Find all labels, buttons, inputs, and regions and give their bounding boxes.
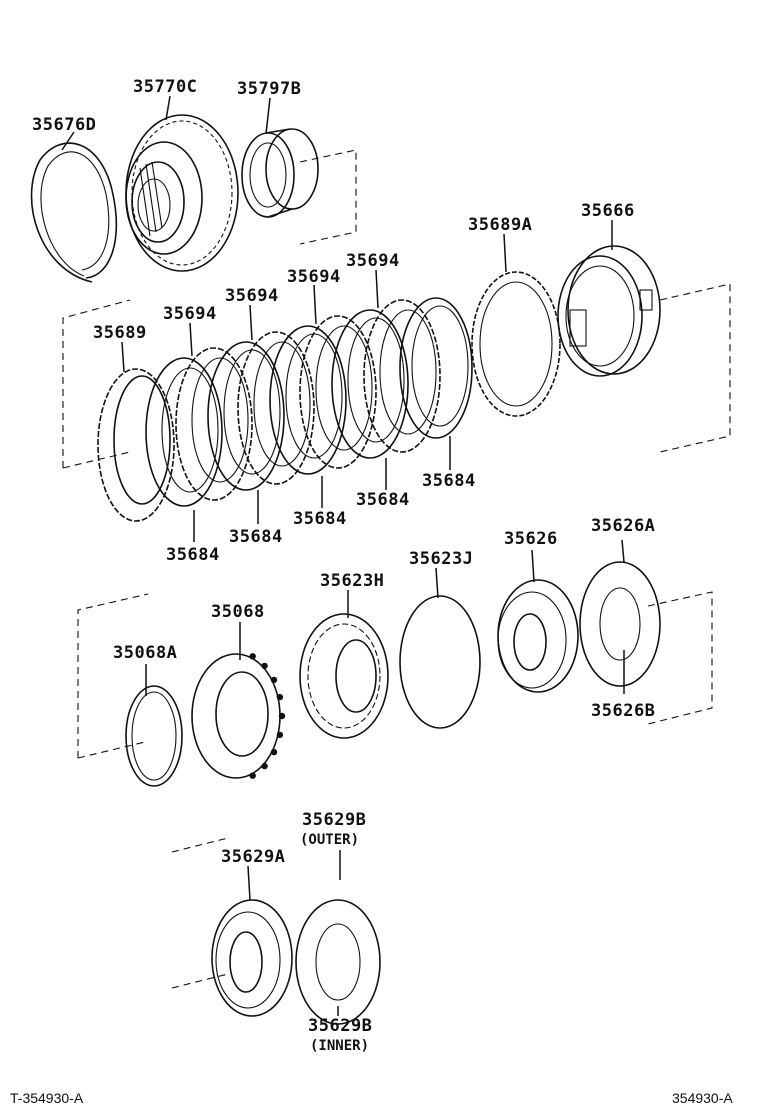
label-35629B-outer: 35629B [302,810,366,830]
note-inner: (INNER) [310,1038,369,1054]
spring-coil [249,772,256,779]
bushing-35797B [241,128,319,218]
label-35797B: 35797B [237,79,301,99]
disc-stack [145,297,473,507]
spring-coil [261,762,268,770]
group-top [30,114,357,283]
spring-coil [276,693,284,701]
label-35626B: 35626B [591,701,655,721]
washer-35626A [579,561,661,687]
group-clutch-pack [62,245,731,522]
race-35629A [211,899,293,1017]
snap-ring-35676D [30,142,118,283]
label-35684-a: 35684 [166,545,220,565]
part-labels: 35676D 35770C 35797B 35689A 35666 35694 … [32,77,655,1054]
label-35623H: 35623H [320,571,384,591]
spring-coil [249,653,256,660]
label-35629A: 35629A [221,847,285,867]
label-35068A: 35068A [113,643,177,663]
snap-ring-35068A [125,685,183,787]
piston-35623H [299,613,389,739]
label-35666: 35666 [581,201,635,221]
label-35684-d: 35684 [356,490,410,510]
spring-coil [276,731,284,739]
label-35689: 35689 [93,323,147,343]
spring-coil [270,748,278,756]
spring-retainer-35068 [191,653,286,779]
drum-35666 [557,245,661,377]
label-35676D: 35676D [32,115,96,135]
label-35770C: 35770C [133,77,197,97]
label-35684-c: 35684 [293,509,347,529]
label-35626: 35626 [504,529,558,549]
spring-coil [278,712,286,720]
spring-coil [270,676,278,684]
o-ring-35623J [399,595,481,729]
footer-right-code: 354930-A [672,1090,733,1106]
race-35770C [125,114,239,272]
label-35626A: 35626A [591,516,655,536]
washer-35629B [295,899,381,1025]
label-35694-b: 35694 [225,286,279,306]
group-piston [77,561,713,787]
footer-left-code: T-354930-A [10,1090,84,1106]
label-35684-b: 35684 [229,527,283,547]
seal-35626 [497,579,579,693]
label-35623J: 35623J [409,549,473,569]
spring-coil [261,662,268,670]
ring-35689A [471,271,561,417]
label-35694-c: 35694 [287,267,341,287]
label-35694-d: 35694 [346,251,400,271]
group-bottom [171,837,381,1025]
label-35684-e: 35684 [422,471,476,491]
leader-lines [61,95,625,1016]
label-35068: 35068 [211,602,265,622]
label-35694-a: 35694 [163,304,217,324]
note-outer: (OUTER) [300,832,359,848]
plate-35689 [97,368,175,522]
label-35629B-inner: 35629B [308,1016,372,1036]
label-35689A: 35689A [468,215,532,235]
